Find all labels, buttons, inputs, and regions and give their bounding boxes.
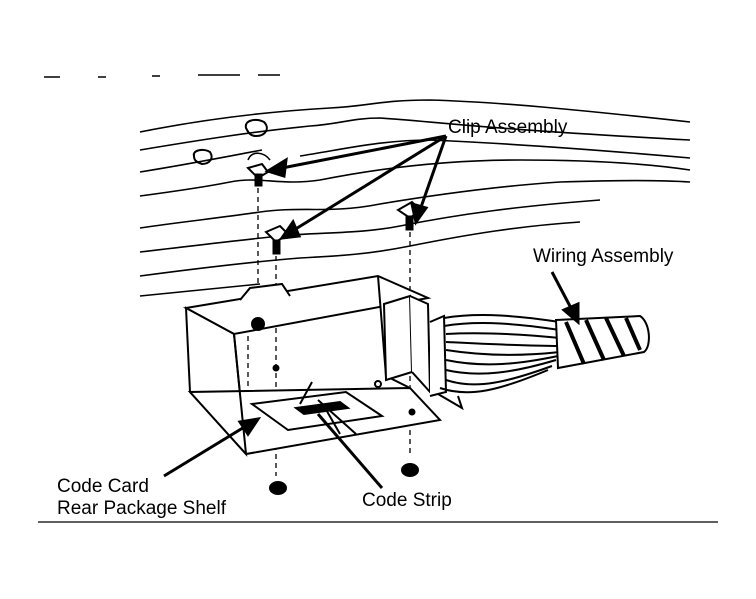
connector-housing: [382, 294, 464, 411]
clip-assembly-arrows: [264, 134, 448, 240]
code-card-arrow: [163, 416, 262, 478]
clip-left: [246, 162, 270, 187]
label-wiring-assembly: Wiring Assembly: [533, 246, 674, 267]
wiring-sleeve: [554, 314, 650, 370]
shelf-panel-lines: [139, 99, 691, 297]
code-card-slot: [249, 381, 385, 435]
clip-center: [264, 224, 290, 255]
wiring-bundle: [439, 314, 561, 394]
nut-right: [401, 463, 419, 477]
label-rear-package-shelf: Rear Package Shelf: [57, 498, 227, 519]
label-code-strip: Code Strip: [362, 490, 452, 511]
nut-left: [269, 481, 287, 495]
code-strip-arrow: [316, 413, 384, 489]
top-edge-marks: [44, 74, 280, 78]
label-clip-assembly: Clip Assembly: [448, 117, 568, 138]
label-code-card: Code Card: [57, 476, 149, 497]
wiring-assembly-arrow: [550, 271, 580, 326]
